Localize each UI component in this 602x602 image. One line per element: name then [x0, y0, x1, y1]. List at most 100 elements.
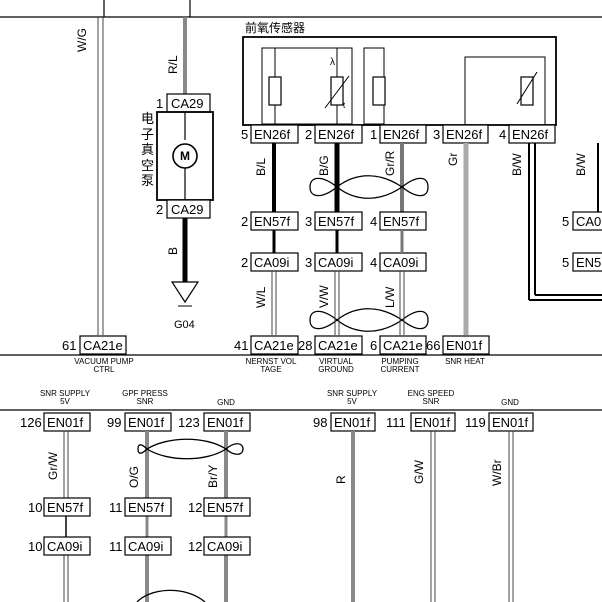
- wire-label-wbr: W/Br: [490, 459, 504, 486]
- bottom-pin-code: EN57f: [128, 500, 165, 515]
- wire-label-og: O/G: [127, 465, 141, 488]
- ecu-bottom-boxes: [43, 412, 534, 432]
- sensor-pin-number: 1: [370, 127, 378, 142]
- mid-pin-code: EN57f: [318, 214, 355, 229]
- wire-label-grr: Gr/R: [383, 150, 397, 176]
- ecu-pin-code: EN01f: [446, 338, 483, 353]
- ecu-pin-desc: PUMPING CURRENT: [380, 357, 420, 375]
- sensor-title: 前氧传感器: [245, 21, 306, 35]
- wire-b-ground: [170, 218, 200, 307]
- wire-label-bg: B/G: [317, 155, 331, 176]
- pump-bottom-connector: [166, 199, 211, 219]
- wire-label-bw1: B/W: [510, 153, 524, 176]
- ecu-pin-number: 6: [370, 338, 378, 353]
- mid-pin-number: 4: [370, 214, 378, 229]
- bottom-pin-code: CA09i: [47, 539, 83, 554]
- wire-label-bl: B/L: [254, 157, 268, 176]
- sensor-pin-code: EN26f: [318, 127, 355, 142]
- ecu-pin-number: 66: [426, 338, 441, 353]
- ecu-pin-number: 28: [298, 338, 313, 353]
- wire-label-gw: G/W: [412, 460, 426, 484]
- mid-pin-number: 3: [305, 255, 313, 270]
- bottom-pin-number: 12: [188, 539, 203, 554]
- twisted-pair-top: [309, 175, 429, 332]
- ecu-pin-number: 123: [178, 415, 200, 430]
- bottom-pin-number: 11: [109, 500, 123, 515]
- ecu-pin-desc: VACUUM PUMP CTRL: [74, 357, 134, 375]
- ecu-pin-code: CA21e: [254, 338, 294, 353]
- wire-label-lw: L/W: [383, 286, 397, 308]
- wire-wg: [97, 17, 104, 335]
- right-edge-code: EN5: [576, 255, 602, 270]
- ecu-pin-code: CA21e: [318, 338, 358, 353]
- wire-label-grw: Gr/W: [46, 452, 60, 480]
- pump-label: 电子真空泵: [141, 111, 155, 189]
- resistor-icon: [268, 76, 282, 106]
- ecu-pin-code: CA21e: [383, 338, 423, 353]
- mid-pin-number: 3: [305, 214, 313, 229]
- wire-label-r: R: [334, 475, 348, 484]
- wire-label-wl: W/L: [254, 286, 268, 308]
- sensor-pin-number: 5: [241, 127, 249, 142]
- ecu-pin-desc: NERNST VOL TAGE: [245, 357, 297, 375]
- ecu-group-label: GPF PRESS SNR: [122, 389, 168, 407]
- frame-lines: [0, 0, 602, 411]
- wire-label-bry: Br/Y: [206, 464, 220, 488]
- ecu-pin-code: EN01f: [414, 415, 451, 430]
- sensor-pin-code: EN26f: [446, 127, 483, 142]
- ecu-pin-code: EN01f: [128, 415, 165, 430]
- ecu-group-label: GND: [501, 398, 519, 407]
- ecu-pin-code: EN01f: [47, 415, 84, 430]
- bottom-pin-number: 12: [188, 500, 203, 515]
- sensor-pin-number: 2: [305, 127, 313, 142]
- sensor-pin-code: EN26f: [254, 127, 291, 142]
- wire-label-rl: R/L: [166, 55, 180, 74]
- ecu-pin-number: 119: [465, 415, 486, 430]
- ecu-pin-desc: SNR HEAT: [445, 357, 485, 366]
- ecu-pin-number: 126: [20, 415, 42, 430]
- lambda-symbol: λ: [330, 57, 335, 68]
- ecu-group-label: GND: [217, 398, 235, 407]
- sensor-pin-number: 3: [433, 127, 441, 142]
- sensor-pin-code: EN26f: [512, 127, 549, 142]
- pump-top-pin: 1: [156, 96, 164, 111]
- pump-bottom-pin: 2: [156, 202, 164, 217]
- ecu-pin-number: 99: [107, 415, 122, 430]
- bottom-pin-code: CA09i: [128, 539, 164, 554]
- wire-label-wg: W/G: [75, 28, 89, 52]
- ground-icon: [170, 281, 200, 304]
- ecu-group-label: SNR SUPPLY 5V: [39, 389, 91, 407]
- ecu-top-boxes: [79, 335, 490, 355]
- ecu-pin-code: CA21e: [83, 338, 123, 353]
- ecu-group-label: ENG SPEED SNR: [407, 389, 455, 407]
- bottom-pin-number: 10: [28, 500, 43, 515]
- ecu-pin-code: EN01f: [334, 415, 371, 430]
- mid-pin-number: 2: [241, 214, 249, 229]
- pump-top-code: CA29: [171, 96, 204, 111]
- t-symbol: t: [343, 101, 346, 110]
- sensor-wires: [272, 143, 602, 335]
- mid-pin-code: EN57f: [383, 214, 420, 229]
- pump-bottom-code: CA29: [171, 202, 204, 217]
- ecu-pin-code: EN01f: [207, 415, 244, 430]
- right-edge-pin: 5: [562, 214, 570, 229]
- ecu-group-label: SNR SUPPLY 5V: [326, 389, 378, 407]
- wire-label-bw2: B/W: [574, 153, 588, 176]
- mid-pin-code: CA09i: [254, 255, 290, 270]
- lower-sensor-wires: [271, 230, 405, 335]
- motor-symbol: M: [180, 149, 190, 163]
- mid-pin-code: CA09i: [383, 255, 419, 270]
- right-edge-code: CA0: [576, 214, 602, 229]
- nernst-cell-icon: [330, 76, 344, 106]
- sensor-pin-code: EN26f: [383, 127, 420, 142]
- bottom-pin-code: EN57f: [207, 500, 244, 515]
- mid-pin-code: CA09i: [318, 255, 354, 270]
- bottom-pin-number: 11: [109, 539, 123, 554]
- ecu-pin-desc: VIRTUAL GROUND: [318, 357, 354, 375]
- pump-cell-icon: [372, 76, 386, 106]
- ground-label: G04: [174, 319, 195, 331]
- ecu-pin-code: EN01f: [492, 415, 529, 430]
- mid-pin-number: 4: [370, 255, 378, 270]
